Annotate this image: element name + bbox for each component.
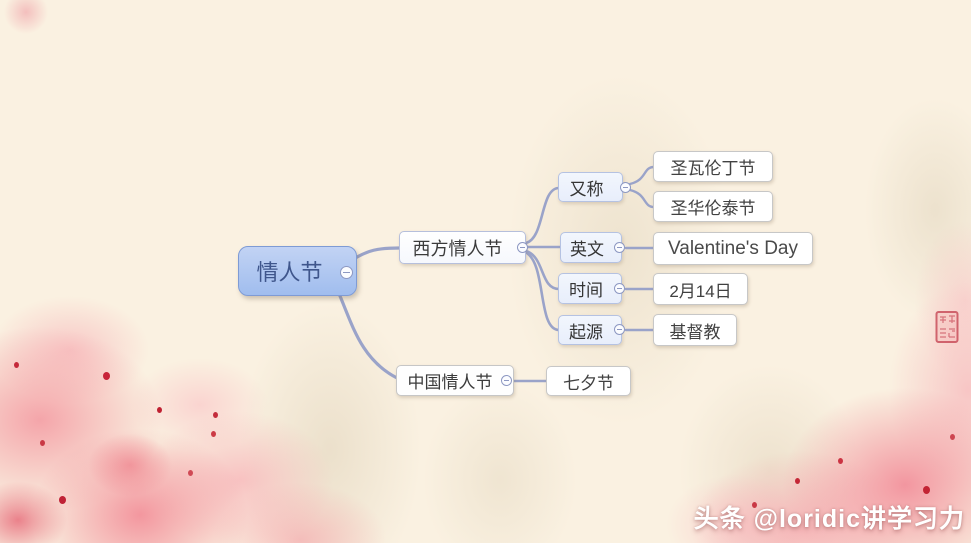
branch-western-to-alias xyxy=(524,186,561,245)
leaf-feb-14[interactable]: 2月14日 xyxy=(653,273,748,305)
leaf-valentines-day-english[interactable]: Valentine's Day xyxy=(653,232,813,265)
collapse-toggle-origin[interactable] xyxy=(614,324,625,335)
node-origin[interactable]: 起源 xyxy=(558,315,622,345)
petal-dots-decoration xyxy=(14,362,19,368)
collapse-toggle-english[interactable] xyxy=(614,242,625,253)
branch-alias-to-st-valentine2 xyxy=(628,188,656,209)
leaf-qixi-festival[interactable]: 七夕节 xyxy=(546,366,631,396)
node-label: 圣瓦伦丁节 xyxy=(670,159,756,178)
collapse-toggle-date[interactable] xyxy=(614,283,625,294)
branch-western-to-date xyxy=(524,249,561,291)
node-label: 时间 xyxy=(569,281,603,300)
root-node-valentines[interactable]: 情人节 xyxy=(238,246,357,296)
collapse-toggle-western[interactable] xyxy=(517,242,528,253)
node-chinese-valentine[interactable]: 中国情人节 xyxy=(396,365,514,396)
leaf-st-valentine-name2[interactable]: 圣华伦泰节 xyxy=(653,191,773,222)
red-seal-icon xyxy=(935,311,959,343)
collapse-toggle-root[interactable] xyxy=(340,266,353,279)
node-western-valentine[interactable]: 西方情人节 xyxy=(399,231,526,264)
branch-root-to-western xyxy=(350,246,401,262)
collapse-toggle-chinese[interactable] xyxy=(501,375,512,386)
branch-root-to-chinese xyxy=(338,294,399,380)
node-label: 英文 xyxy=(570,240,604,259)
branch-alias-to-st-valentine1 xyxy=(628,165,656,186)
node-alias[interactable]: 又称 xyxy=(558,172,623,202)
node-label: 西方情人节 xyxy=(412,238,503,259)
node-label: 圣华伦泰节 xyxy=(670,199,756,218)
node-label: 2月14日 xyxy=(669,281,732,301)
node-label: Valentine's Day xyxy=(667,237,798,259)
node-label: 情人节 xyxy=(256,260,323,285)
node-label: 七夕节 xyxy=(563,373,614,393)
branch-western-to-origin xyxy=(523,250,561,332)
node-label: 又称 xyxy=(569,179,604,199)
node-date[interactable]: 时间 xyxy=(558,273,622,304)
leaf-christianity[interactable]: 基督教 xyxy=(653,314,737,346)
collapse-toggle-alias[interactable] xyxy=(620,182,631,193)
leaf-st-valentine-name1[interactable]: 圣瓦伦丁节 xyxy=(653,151,773,182)
node-label: 起源 xyxy=(569,322,603,342)
node-english[interactable]: 英文 xyxy=(560,232,622,263)
node-label: 中国情人节 xyxy=(407,373,493,392)
watermark-text: 头条 @loridic讲学习力 xyxy=(693,505,965,533)
node-label: 基督教 xyxy=(669,322,721,342)
